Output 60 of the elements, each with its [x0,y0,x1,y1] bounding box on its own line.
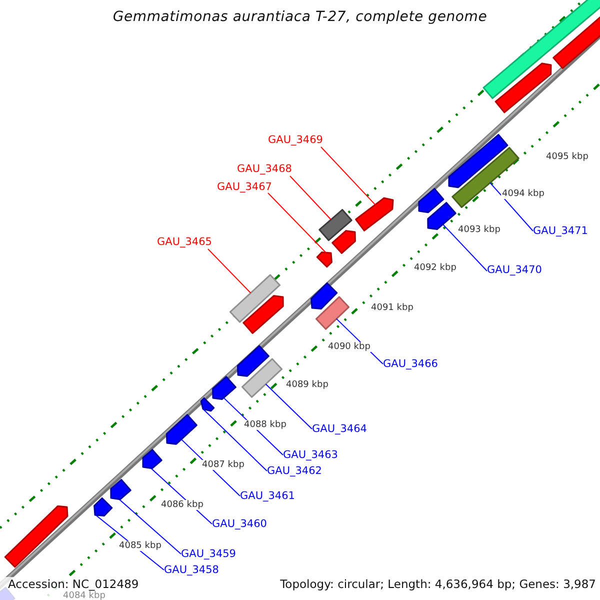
gene-marker [552,16,600,70]
gene-marker [310,282,338,310]
gene-marker [494,62,552,114]
gene-marker [110,478,132,500]
gene-box [229,274,281,323]
gene-label: GAU_3469 [268,134,323,146]
accession-text: Accession: NC_012489 [8,577,139,591]
leader-line [490,182,534,232]
gene-marker [316,252,332,268]
scale-label: 4091 kbp [370,303,414,313]
gene-marker [332,230,356,254]
scale-label: 4093 kbp [457,225,502,235]
gene-label: GAU_3461 [240,490,295,502]
gene-marker [94,497,113,516]
scale-label: 4089 kbp [285,380,330,390]
scale-label: 4092 kbp [413,263,458,273]
leader-line [268,192,326,254]
gene-box [241,358,283,398]
leader-line [290,176,332,220]
gene-marker [236,345,270,377]
gene-label: GAU_3460 [212,518,267,530]
gene-marker [212,376,236,400]
gene-box [318,208,352,242]
leader-line [265,384,312,430]
title: Gemmatimonas aurantiaca T-27, complete genome [112,9,488,25]
scale-label: 4090 kbp [327,342,372,352]
scale-label: 4088 kbp [243,420,288,430]
gene-label: GAU_3458 [164,564,219,576]
leader-line [320,146,376,206]
scale-label: 4095 kbp [545,152,590,162]
genome-summary-text: Topology: circular; Length: 4,636,964 bp; Genes: 3,987 [280,577,596,591]
gene-marker [355,197,394,232]
gene-label: GAU_3464 [312,423,367,435]
gene-marker [4,505,68,568]
gene-label: GAU_3465 [157,236,212,248]
leader-line [208,248,252,294]
gene-marker [142,448,162,470]
gene-label: GAU_3462 [267,465,322,477]
gene-label: GAU_3459 [181,548,236,560]
gene-box [315,296,350,330]
gene-marker [166,414,198,445]
gene-marker [200,397,215,412]
gene-marker [418,188,444,214]
leader-line [442,224,488,272]
scale-label: 4084 kbp [62,591,106,600]
scale-label: 4087 kbp [201,460,246,470]
scale-label: 4086 kbp [160,500,204,510]
gene-label: GAU_3463 [283,449,338,461]
gene-label: GAU_3466 [383,358,438,370]
gene-marker [448,134,508,188]
scale-label: 4094 kbp [501,189,546,199]
gene-label: GAU_3467 [217,181,272,193]
gene-marker [427,202,456,230]
gene-label: GAU_3471 [533,225,588,237]
leader-line [202,408,268,472]
gene-marker [242,294,284,334]
scale-label: 4085 kbp [118,541,162,551]
gene-label: GAU_3468 [237,163,292,175]
leader-line [118,498,182,554]
gene-label: GAU_3470 [487,264,542,276]
